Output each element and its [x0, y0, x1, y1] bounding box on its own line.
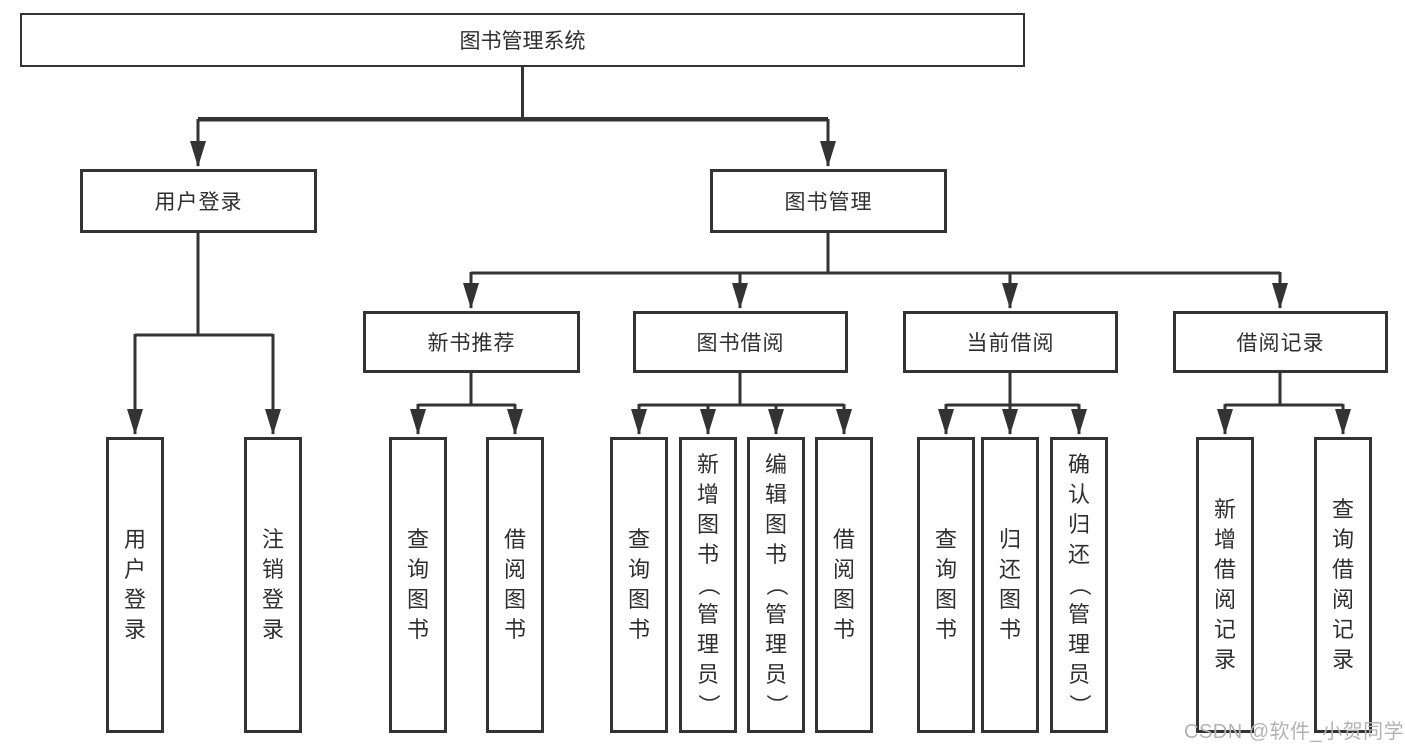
connector-group [127, 67, 1351, 435]
leaf-query-books-3: 查询图书 [917, 437, 975, 733]
node-label: 用户登录 [123, 527, 146, 642]
node-label: 归还图书 [998, 527, 1021, 642]
node-label: 图书管理系统 [459, 30, 586, 53]
node-user-login-branch: 用户登录 [80, 169, 317, 233]
node-book-management-branch: 图书管理 [710, 169, 947, 233]
node-root-system: 图书管理系统 [20, 13, 1025, 67]
leaf-borrow-books-2: 借阅图书 [815, 437, 873, 733]
node-label: 图书借阅 [696, 332, 785, 355]
node-label: 用户登录 [154, 191, 243, 214]
leaf-query-borrow-record: 查询借阅记录 [1314, 437, 1372, 733]
node-label: 查询图书 [627, 527, 650, 642]
leaf-logout: 注销登录 [244, 437, 302, 733]
node-label: 查询图书 [934, 527, 957, 642]
node-label: 借阅图书 [832, 527, 855, 642]
node-label: 借阅记录 [1236, 332, 1325, 355]
leaf-return-books: 归还图书 [981, 437, 1039, 733]
csdn-watermark: CSDN @软件_小贺同学 [1184, 721, 1405, 743]
node-new-book-recommend: 新书推荐 [363, 311, 580, 373]
leaf-add-books-admin: 新增图书（管理员） [679, 437, 737, 733]
node-label: 新书推荐 [427, 332, 516, 355]
node-label: 新增图书（管理员） [695, 452, 721, 716]
node-borrow-records: 借阅记录 [1173, 311, 1388, 373]
node-label: 当前借阅 [966, 332, 1055, 355]
node-book-borrow: 图书借阅 [633, 311, 848, 373]
leaf-add-borrow-record: 新增借阅记录 [1196, 437, 1254, 733]
node-current-borrow: 当前借阅 [903, 311, 1118, 373]
node-label: 编辑图书（管理员） [763, 452, 789, 716]
node-label: 注销登录 [261, 527, 284, 642]
node-label: 新增借阅记录 [1213, 497, 1236, 672]
node-label: 查询图书 [406, 527, 429, 642]
node-label: 借阅图书 [503, 527, 526, 642]
leaf-borrow-books-1: 借阅图书 [486, 437, 544, 733]
leaf-edit-books-admin: 编辑图书（管理员） [747, 437, 805, 733]
leaf-confirm-return-admin: 确认归还（管理员） [1050, 437, 1108, 733]
leaf-query-books-2: 查询图书 [610, 437, 668, 733]
node-label: 查询借阅记录 [1331, 497, 1354, 672]
node-label: 图书管理 [784, 191, 873, 214]
leaf-query-books-1: 查询图书 [389, 437, 447, 733]
leaf-user-login: 用户登录 [106, 437, 164, 733]
node-label: 确认归还（管理员） [1066, 452, 1092, 716]
